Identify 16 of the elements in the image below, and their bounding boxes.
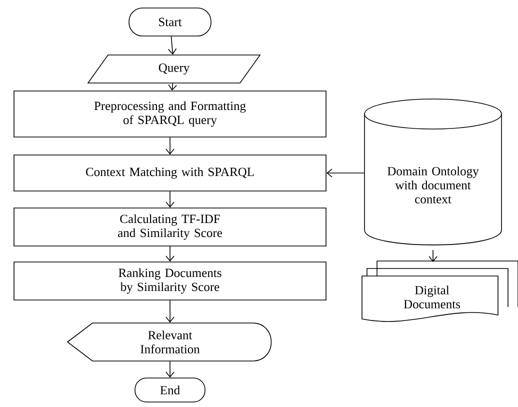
arrow [168,83,177,91]
arrow [166,137,174,155]
arrow [166,300,174,323]
database-cylinder: Domain Ontology with document context [364,98,502,246]
document-stack: Digital Documents [362,260,518,322]
process-box: Context Matching with SPARQL [14,154,326,192]
arrow [166,361,174,378]
process-box: Preprocessing and Formatting of SPARQL query [14,90,326,138]
arrow [166,191,174,208]
process-box: Calculating TF-IDF and Similarity Score [14,208,326,246]
arrow [166,246,174,262]
process-box: Ranking Documents by Similarity Score [14,262,326,300]
arrow [168,36,177,55]
node-label: Domain Ontology with document context [388,166,479,204]
arrow [428,250,438,262]
arrow [326,168,364,178]
